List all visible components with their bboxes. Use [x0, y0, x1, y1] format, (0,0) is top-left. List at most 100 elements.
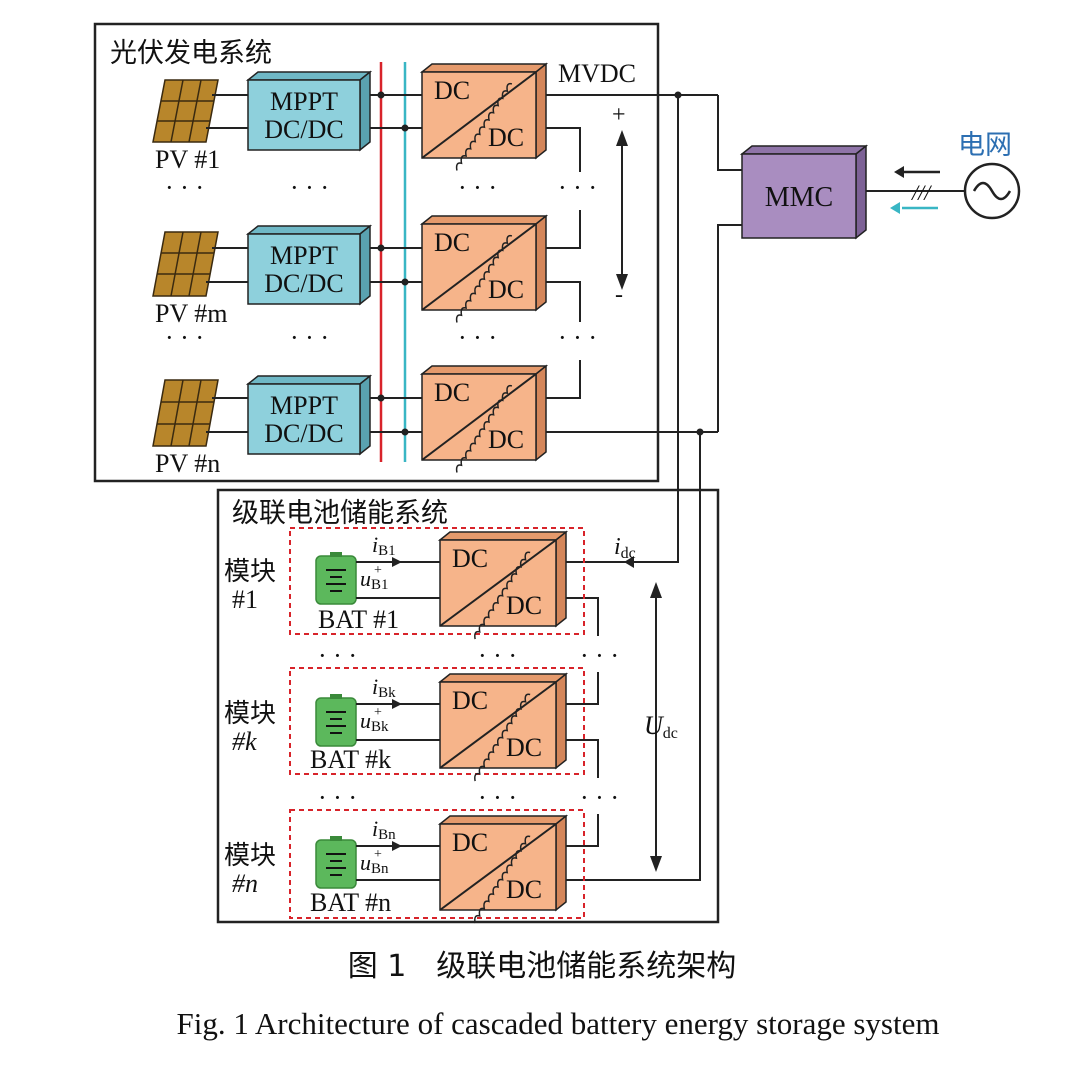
mppt-label-m: MPPT	[270, 241, 338, 270]
dc-top-label-n: DC	[434, 378, 470, 407]
battery-system-frame	[216, 488, 720, 924]
voltage-plus-n: +	[374, 847, 382, 862]
bat-dots-1a: · · ·	[318, 641, 357, 670]
mppt-converter-m: MPPT DC/DC	[245, 224, 373, 306]
battery-icon-1	[315, 552, 357, 605]
grid-label: 电网	[958, 130, 1012, 161]
voltage-label-1: uB1	[360, 566, 389, 593]
voltage-sym-n: u	[360, 850, 371, 875]
module-frame-k	[289, 667, 585, 775]
idc-sub: dc	[621, 545, 636, 562]
pv-panel-m	[152, 231, 219, 297]
three-phase-mark: ///	[910, 180, 932, 205]
dcdc-label-m: DC/DC	[264, 269, 343, 298]
dc-dc-converter-n: DC DC	[419, 364, 549, 473]
current-sym-k: i	[372, 674, 378, 699]
return-wire	[598, 432, 701, 881]
battery-module-k: 模块 #k iBk uBk + BAT #k	[224, 667, 585, 782]
pv-series-wiring	[546, 94, 718, 433]
dc-bottom-label-n: DC	[488, 425, 524, 454]
pv-dots-1c: · · ·	[458, 173, 497, 202]
current-sub-1: B1	[378, 543, 396, 559]
grid-ac-source-icon	[963, 162, 1021, 220]
pv-unit-n: PV #n MPPT DC/DC DC DC	[152, 364, 549, 478]
pv-dots-1d: · · ·	[558, 173, 597, 202]
pv-dots-2b: · · ·	[290, 323, 329, 352]
battery-dcdc-converter-n: DC DC	[437, 814, 569, 924]
dc-bottom-label-m: DC	[488, 275, 524, 304]
pv-dots-1b: · · ·	[290, 173, 329, 202]
mmc-block: MMC	[739, 144, 869, 240]
module-number-1: #1	[232, 585, 258, 614]
battery-dcdc-converter-k: DC DC	[437, 672, 569, 782]
dcdc-label-n: DC/DC	[264, 419, 343, 448]
dc-bottom-label-1: DC	[488, 123, 524, 152]
dcdc-label-1: DC/DC	[264, 115, 343, 144]
battery-series-wiring	[566, 561, 632, 881]
mvdc-arrow-up	[616, 130, 628, 146]
voltage-sub-1: B1	[371, 577, 389, 593]
bat-label-n: BAT #n	[310, 888, 391, 917]
mppt-converter-1: MPPT DC/DC	[245, 70, 373, 152]
battery-system-title: 级联电池储能系统	[232, 498, 448, 529]
bat-dc-top-1: DC	[452, 544, 488, 573]
current-label-n: iBn	[372, 816, 396, 843]
current-label-k: iBk	[372, 674, 396, 701]
current-sym-n: i	[372, 816, 378, 841]
current-sub-k: Bk	[378, 685, 396, 701]
voltage-sym-k: u	[360, 708, 371, 733]
pv-dots-1a: · · ·	[165, 173, 204, 202]
bat-label-1: BAT #1	[318, 605, 399, 634]
caption-en: Fig. 1 Architecture of cascaded battery …	[177, 1006, 940, 1041]
dc-dc-converter-1: DC DC	[419, 62, 549, 171]
voltage-plus-1: +	[374, 563, 382, 578]
bat-dots-2c: · · ·	[580, 783, 619, 812]
battery-icon-n	[315, 836, 357, 889]
voltage-sub-n: Bn	[371, 861, 389, 877]
dc-top-label-1: DC	[434, 76, 470, 105]
idc-symbol: idc	[614, 534, 636, 562]
voltage-sym-1: u	[360, 566, 371, 591]
voltage-label-n: uBn	[360, 850, 389, 877]
pv-dots-2c: · · ·	[458, 323, 497, 352]
mvdc-minus-sign: -	[615, 282, 623, 308]
idc-sym: i	[614, 534, 621, 560]
module-number-k: #k	[232, 727, 257, 756]
battery-dcdc-converter-1: DC DC	[437, 530, 569, 640]
pv-system-section: 光伏发电系统 PV #1 MPPT DC/DC	[93, 22, 718, 483]
current-sym-1: i	[372, 532, 378, 557]
battery-module-1: 模块 #1 iB1 uB1 + BAT #1	[224, 527, 585, 640]
udc-symbol: Udc	[644, 711, 678, 742]
bat-dc-top-n: DC	[452, 828, 488, 857]
mmc-grid-section: MMC /// 电网	[674, 91, 1021, 436]
voltage-sub-k: Bk	[371, 719, 389, 735]
bat-dots-2b: · · ·	[478, 783, 517, 812]
pv-label-n: PV #n	[155, 449, 220, 478]
module-name-k: 模块	[224, 699, 276, 729]
udc-sym: U	[644, 711, 665, 740]
idc-wire	[632, 95, 679, 563]
pv-system-title: 光伏发电系统	[110, 38, 272, 69]
bat-dots-2a: · · ·	[318, 783, 357, 812]
pv-unit-m: PV #m MPPT DC/DC DC DC	[152, 214, 549, 328]
caption-cn: 图 1 级联电池储能系统架构	[348, 949, 737, 984]
bat-dc-bottom-n: DC	[506, 875, 542, 904]
bat-dc-bottom-1: DC	[506, 591, 542, 620]
mvdc-arrow-down	[616, 274, 628, 290]
mvdc-plus-sign: +	[612, 102, 626, 128]
mppt-converter-n: MPPT DC/DC	[245, 374, 373, 456]
bat-dots-1c: · · ·	[580, 641, 619, 670]
pv-panel-1	[152, 79, 219, 143]
mvdc-label: MVDC	[558, 59, 636, 88]
bat-dots-1b: · · ·	[478, 641, 517, 670]
current-label-1: iB1	[372, 532, 396, 559]
battery-icon-k	[315, 694, 357, 747]
module-number-n: #n	[232, 869, 258, 898]
dc-dc-converter-m: DC DC	[419, 214, 549, 323]
module-name-n: 模块	[224, 841, 276, 871]
battery-module-n: 模块 #n iBn uBn + BAT #n	[224, 809, 585, 924]
pv-unit-1: PV #1 MPPT DC/DC DC DC	[152, 62, 549, 174]
dc-top-label-m: DC	[434, 228, 470, 257]
voltage-label-k: uBk	[360, 708, 389, 735]
